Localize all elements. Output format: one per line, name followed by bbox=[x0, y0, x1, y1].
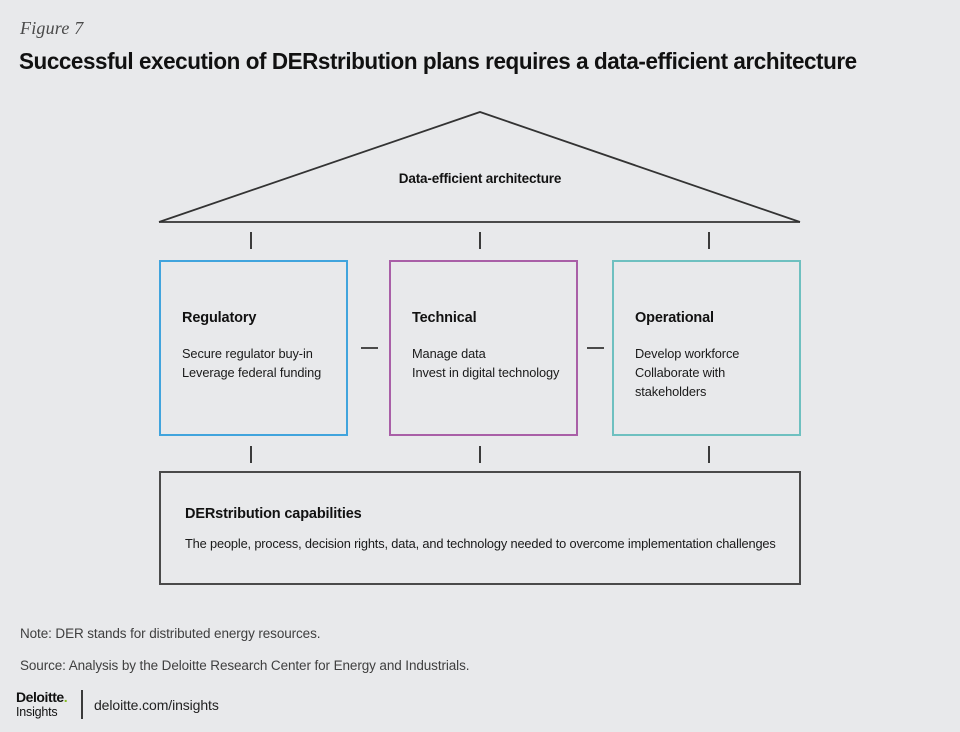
connector-tick-regulatory-foundation bbox=[250, 446, 252, 463]
roof-label: Data-efficient architecture bbox=[398, 171, 562, 186]
connector-tick-roof-regulatory bbox=[250, 232, 252, 249]
deloitte-insights-logo: Deloitte. Insights bbox=[16, 689, 68, 720]
pillar-technical-heading: Technical bbox=[412, 310, 477, 326]
logo-green-dot-icon: . bbox=[63, 689, 68, 705]
connector-tick-roof-technical bbox=[479, 232, 481, 249]
list-item: Secure regulator buy-in bbox=[182, 346, 313, 361]
connector-dash-technical-operational bbox=[587, 347, 604, 349]
connector-tick-operational-foundation bbox=[708, 446, 710, 463]
page-title: Successful execution of DERstribution pl… bbox=[19, 48, 857, 74]
pillar-technical-list: Manage data Invest in digital technology bbox=[412, 344, 568, 382]
pillar-operational-heading: Operational bbox=[635, 310, 714, 326]
figure-label: Figure 7 bbox=[20, 18, 84, 38]
logo-insights-wordmark: Insights bbox=[16, 705, 58, 719]
source-text: Source: Analysis by the Deloitte Researc… bbox=[20, 658, 470, 673]
logo-deloitte-wordmark: Deloitte. bbox=[16, 689, 68, 705]
pillar-regulatory-heading: Regulatory bbox=[182, 310, 257, 326]
logo-url-link[interactable]: deloitte.com/insights bbox=[94, 697, 219, 713]
foundation-description: The people, process, decision rights, da… bbox=[185, 536, 776, 551]
list-item: Collaborate with stakeholders bbox=[635, 365, 726, 399]
pillar-operational[interactable]: Operational Develop workforce Collaborat… bbox=[612, 260, 801, 436]
connector-tick-roof-operational bbox=[708, 232, 710, 249]
list-item: Invest in digital technology bbox=[412, 365, 560, 380]
roof-triangle-icon bbox=[158, 111, 801, 223]
foundation-heading: DERstribution capabilities bbox=[185, 506, 362, 522]
connector-dash-regulatory-technical bbox=[361, 347, 378, 349]
list-item: Leverage federal funding bbox=[182, 365, 322, 380]
list-item: Develop workforce bbox=[635, 346, 740, 361]
pillar-regulatory[interactable]: Regulatory Secure regulator buy-in Lever… bbox=[159, 260, 348, 436]
list-item: Manage data bbox=[412, 346, 486, 361]
connector-tick-technical-foundation bbox=[479, 446, 481, 463]
foundation-box[interactable]: DERstribution capabilities The people, p… bbox=[159, 471, 801, 585]
note-text: Note: DER stands for distributed energy … bbox=[20, 626, 321, 641]
pillar-operational-list: Develop workforce Collaborate with stake… bbox=[635, 344, 791, 401]
logo-divider bbox=[81, 690, 83, 719]
pillar-technical[interactable]: Technical Manage data Invest in digital … bbox=[389, 260, 578, 436]
pillar-regulatory-list: Secure regulator buy-in Leverage federal… bbox=[182, 344, 338, 382]
